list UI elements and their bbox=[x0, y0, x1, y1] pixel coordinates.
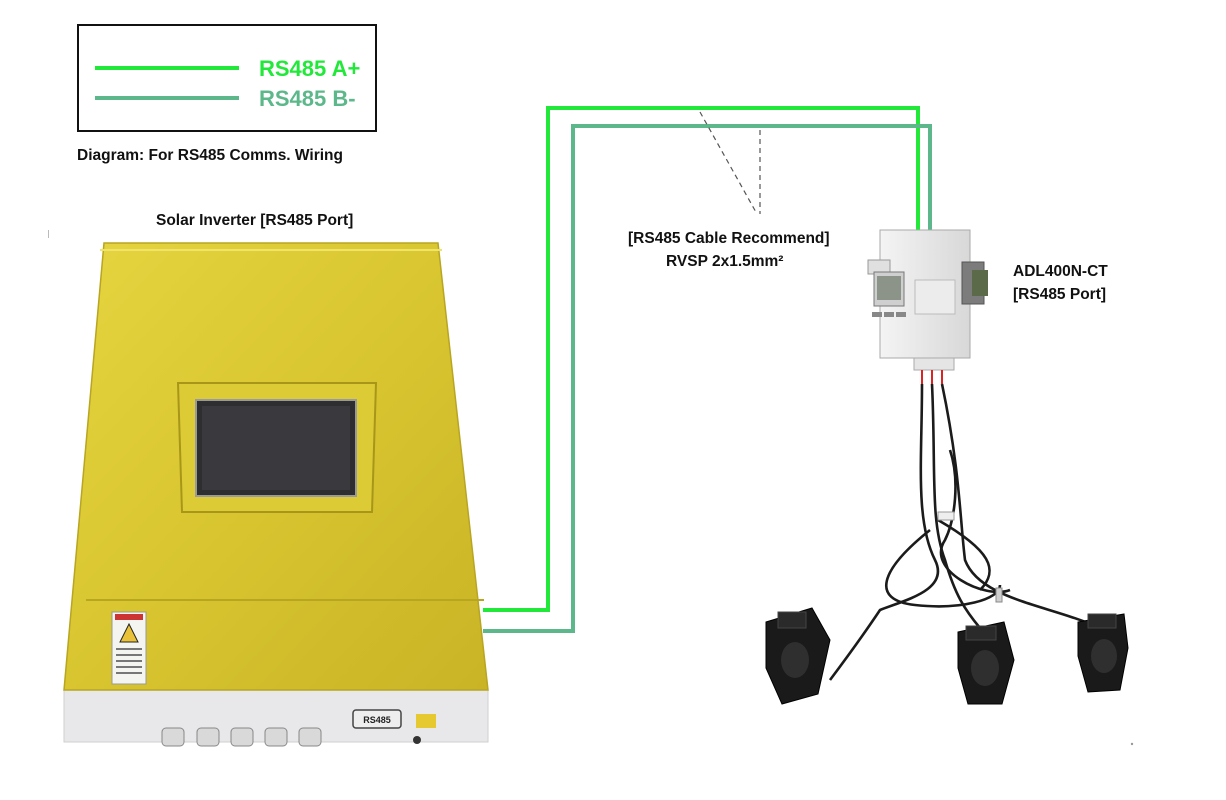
ct-clamp-3 bbox=[1077, 613, 1129, 693]
wire-a bbox=[483, 106, 920, 612]
solar-inverter: RS485 bbox=[63, 242, 489, 747]
adl400n-meter bbox=[867, 229, 988, 384]
small-tick bbox=[48, 230, 49, 238]
inverter-label: Solar Inverter [RS485 Port] bbox=[156, 212, 354, 229]
legend-caption: Diagram: For RS485 Comms. Wiring bbox=[77, 147, 343, 164]
ct-clamp-1 bbox=[765, 607, 831, 705]
inverter-badge: RS485 bbox=[363, 715, 391, 725]
ct-clamp-2 bbox=[957, 621, 1015, 705]
legend-box: RS485 A+ RS485 B- bbox=[77, 24, 377, 132]
legend-label-a: RS485 A+ bbox=[259, 56, 361, 81]
wire-b bbox=[483, 124, 932, 633]
legend-line-b bbox=[95, 96, 239, 100]
meter-label-line1: ADL400N-CT bbox=[1013, 263, 1108, 280]
callout-line-1 bbox=[699, 111, 758, 215]
cable-label-line2: RVSP 2x1.5mm² bbox=[666, 253, 784, 270]
legend-label-b: RS485 B- bbox=[259, 86, 356, 111]
ct-cables bbox=[828, 383, 1101, 681]
meter-label-line2: [RS485 Port] bbox=[1013, 286, 1107, 303]
cable-label-line1: [RS485 Cable Recommend] bbox=[628, 230, 830, 247]
legend-line-a bbox=[95, 66, 239, 70]
